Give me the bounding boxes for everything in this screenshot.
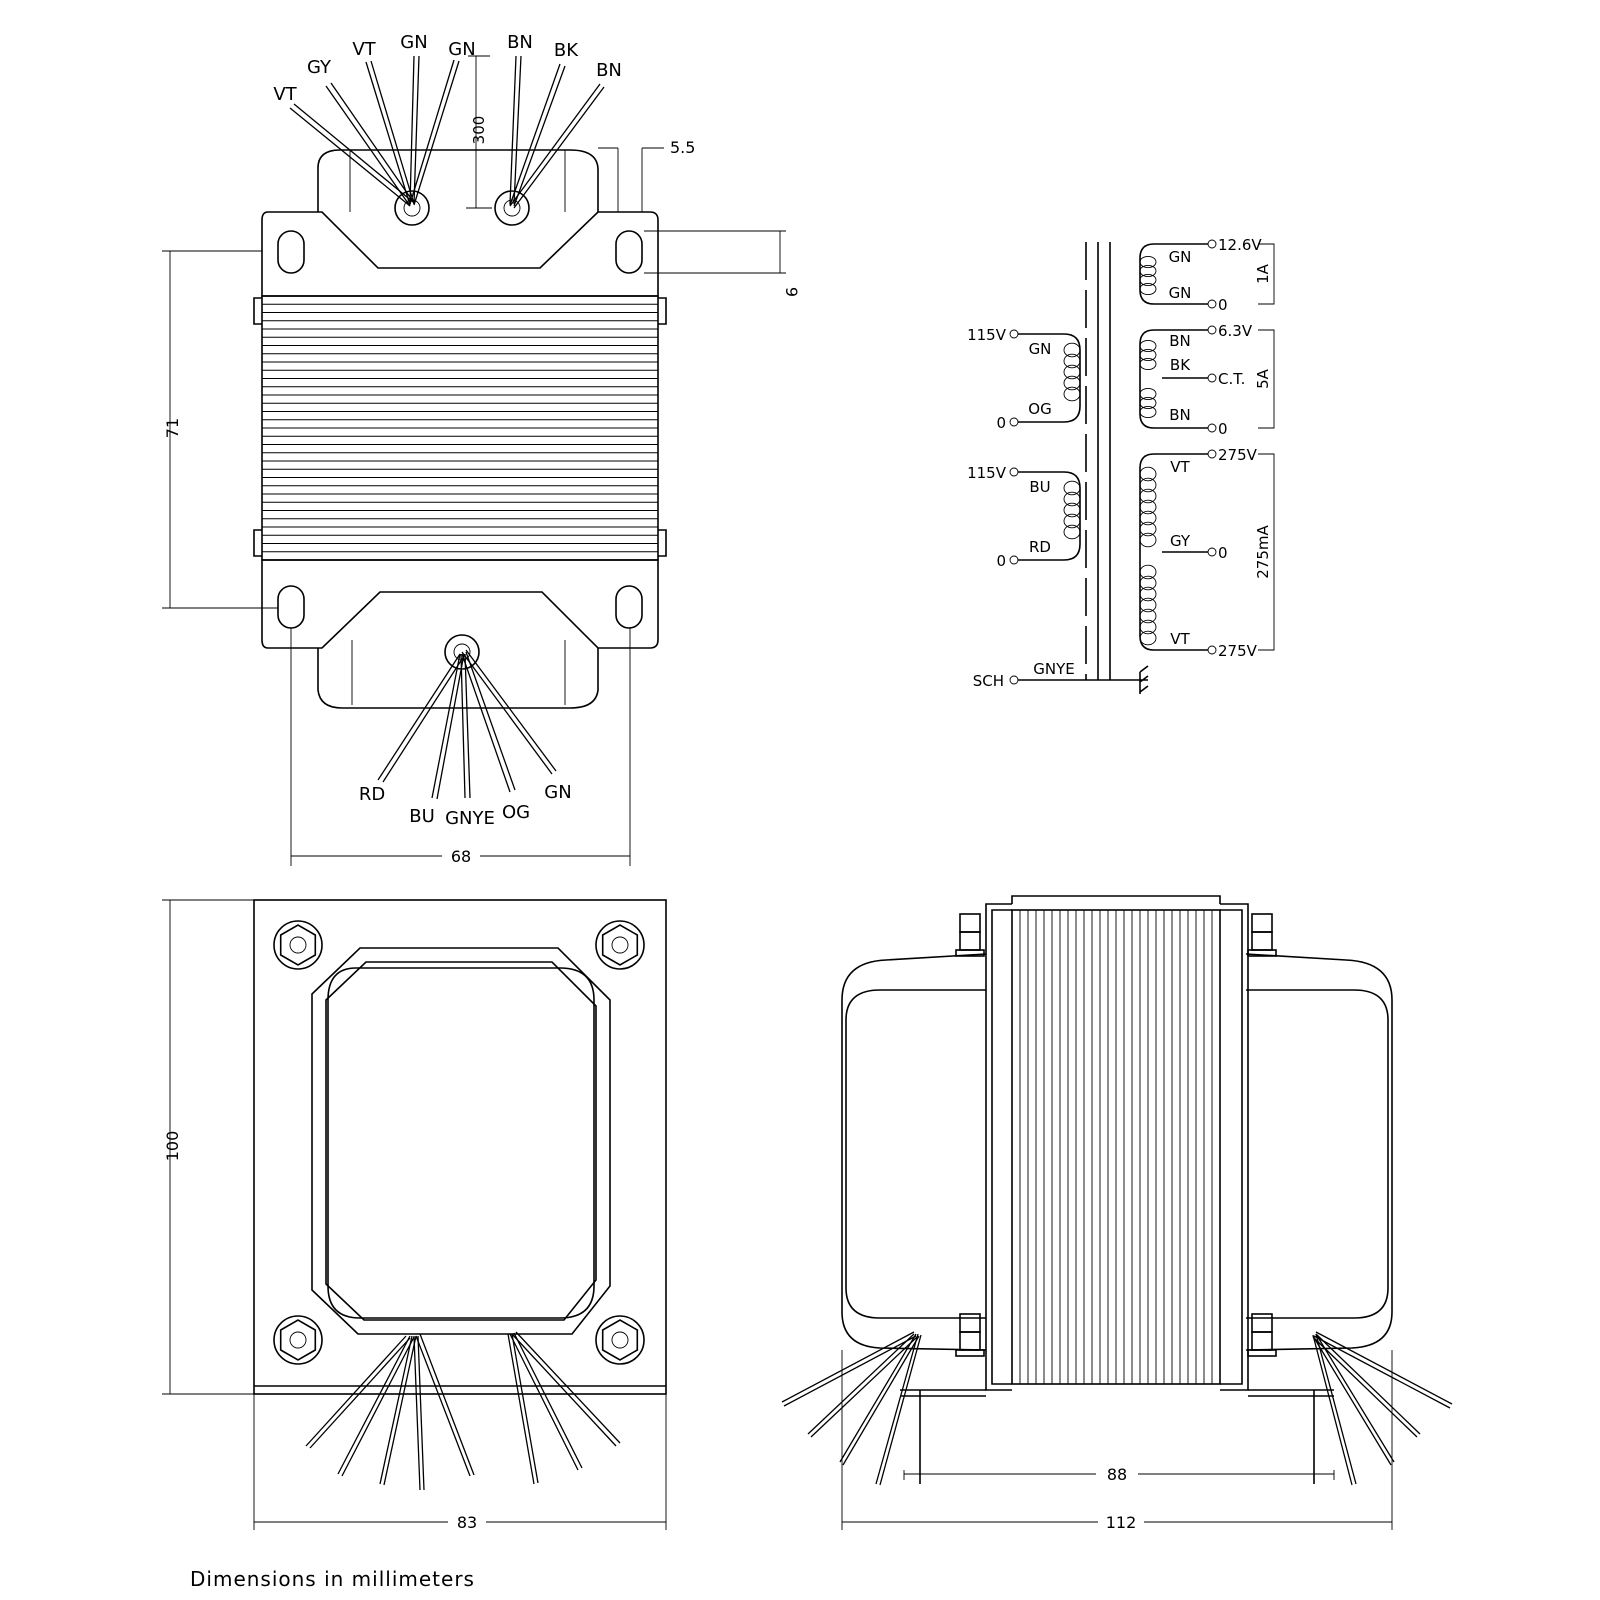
sec2-top-wire: BN bbox=[1169, 332, 1191, 350]
front-view: 100 83 bbox=[162, 899, 667, 1532]
wire-label-bu: BU bbox=[409, 806, 435, 827]
dim-width-front: 83 bbox=[457, 1513, 477, 1532]
sec3-bottom-voltage: 275V bbox=[1218, 642, 1258, 660]
wire-label-bn-2: BN bbox=[596, 60, 622, 81]
sec1-rating: 1A bbox=[1254, 263, 1272, 284]
primary2-bottom-terminal: 0 bbox=[996, 552, 1006, 570]
wire-label-vt-1: VT bbox=[273, 84, 297, 105]
primary1-bottom-wire: OG bbox=[1028, 400, 1051, 418]
wiring-schematic: SCH GNYE 115V GN 0 OG 115V BU 0 RD GN GN… bbox=[967, 236, 1275, 694]
dim-height-top: 71 bbox=[163, 418, 182, 438]
dim-mount-side: 88 bbox=[1107, 1465, 1127, 1484]
caption: Dimensions in millimeters bbox=[190, 1567, 475, 1591]
dim-lead-top: 300 bbox=[470, 116, 488, 145]
wire-label-gn-3: GN bbox=[544, 782, 571, 803]
shield-wire: GNYE bbox=[1033, 660, 1074, 678]
sec2-mid-voltage: C.T. bbox=[1218, 370, 1245, 388]
wire-label-gn-2: GN bbox=[448, 39, 475, 60]
wire-label-gnye: GNYE bbox=[445, 808, 495, 829]
wire-label-gy: GY bbox=[307, 57, 332, 78]
primary1-top-wire: GN bbox=[1029, 340, 1052, 358]
wire-label-vt-2: VT bbox=[352, 39, 376, 60]
sec2-top-voltage: 6.3V bbox=[1218, 322, 1253, 340]
sec3-rating: 275mA bbox=[1254, 525, 1272, 579]
primary2-top-wire: BU bbox=[1029, 478, 1050, 496]
sec3-top-voltage: 275V bbox=[1218, 446, 1258, 464]
side-view: 88 112 bbox=[781, 895, 1453, 1532]
sec3-mid-voltage: 0 bbox=[1218, 544, 1228, 562]
primary1-bottom-terminal: 0 bbox=[996, 414, 1006, 432]
sec3-mid-wire: GY bbox=[1170, 532, 1191, 550]
primary2-top-terminal: 115V bbox=[967, 464, 1007, 482]
dim-height-front: 100 bbox=[163, 1131, 182, 1162]
dim-width-top: 68 bbox=[451, 847, 471, 866]
dim-slot: 5.5 bbox=[670, 138, 695, 157]
wire-label-bn-1: BN bbox=[507, 32, 533, 53]
sec3-top-wire-label: VT bbox=[1170, 458, 1190, 476]
sec1-bottom-wire: GN bbox=[1169, 284, 1192, 302]
sec2-rating: 5A bbox=[1254, 368, 1272, 389]
sec1-bottom-voltage: 0 bbox=[1218, 296, 1228, 314]
wire-label-gn-1: GN bbox=[400, 32, 427, 53]
sec2-mid-wire: BK bbox=[1170, 356, 1191, 374]
dim-width-side: 112 bbox=[1106, 1513, 1137, 1532]
dim-hole: 9 bbox=[782, 287, 801, 297]
sec2-bottom-wire: BN bbox=[1169, 406, 1191, 424]
wire-label-bk: BK bbox=[554, 40, 579, 61]
primary2-bottom-wire: RD bbox=[1029, 538, 1051, 556]
wire-label-og: OG bbox=[502, 802, 530, 823]
primary1-top-terminal: 115V bbox=[967, 326, 1007, 344]
top-view: VT GY VT GN GN BN BK BN RD BU GNYE OG GN… bbox=[162, 32, 801, 866]
sec1-top-voltage: 12.6V bbox=[1218, 236, 1262, 254]
sec1-top-wire: GN bbox=[1169, 248, 1192, 266]
shield-terminal: SCH bbox=[973, 672, 1004, 690]
wire-label-rd: RD bbox=[359, 784, 385, 805]
sec3-bottom-wire: VT bbox=[1170, 630, 1190, 648]
sec2-bottom-voltage: 0 bbox=[1218, 420, 1228, 438]
